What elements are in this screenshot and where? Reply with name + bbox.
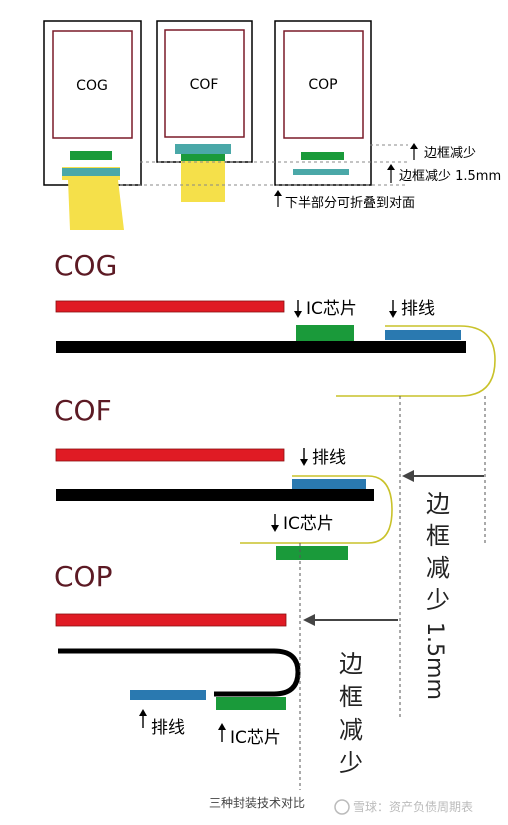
cog-phone-illustration: COG [43, 20, 142, 230]
cog-ic-arrow-head [294, 311, 302, 318]
cog-flex-curve [336, 325, 496, 397]
cof-phone-illustration: COF [156, 20, 253, 202]
snowball-logo-icon [334, 799, 350, 815]
vertical-label-bezel: 边 框 减 少 [339, 650, 363, 777]
cog-cable-block [385, 330, 461, 340]
v1-char-2: 减 [426, 554, 450, 582]
v2-char-1: 框 [339, 683, 363, 711]
cog-ic-chip [70, 151, 112, 160]
cog-screen-label: COG [76, 78, 108, 94]
v1-char-8: m [422, 678, 447, 699]
cof-cable-arrow-head [300, 459, 308, 466]
cop-phone-illustration: COP [274, 20, 372, 186]
cof-ic-chip-label: IC芯片 [283, 514, 334, 534]
v1-char-0: 边 [426, 490, 450, 518]
cog-black-layer [56, 341, 466, 353]
cop-red-layer [55, 613, 287, 627]
bezel-reduced-label: 边框减少 [424, 146, 476, 161]
cop-ic-arrow-head [218, 723, 226, 730]
cof-screen [164, 29, 245, 138]
bezel-arrow-head-2 [387, 164, 395, 170]
watermark: 雪球：资产负债周期表 [334, 799, 473, 815]
vertical-label-bezel-1-5: 边 框 减 少 1.5mm [422, 490, 450, 700]
cop-cable-connector [293, 169, 349, 175]
v1-char-1: 框 [426, 522, 450, 550]
cof-ic-arrow-head [271, 525, 279, 532]
cop-section-title: COP [54, 560, 112, 593]
cog-section-title: COG [54, 249, 117, 282]
cop-cable-label: 排线 [151, 718, 185, 738]
cof-cable-block [292, 479, 366, 489]
cog-flex-cable [68, 180, 124, 230]
v1-char-6: 5 [422, 643, 447, 657]
v2-char-2: 减 [339, 716, 363, 744]
v1-rotated-1-5mm: 1.5mm [422, 622, 447, 700]
cop-bezel-arrow-head [303, 614, 315, 626]
cof-flex-curve [240, 475, 393, 544]
cog-red-layer [55, 300, 285, 313]
v1-char-3: 少 [426, 586, 450, 614]
fold-arrow-head [274, 190, 282, 196]
cop-ic-chip-label: IC芯片 [230, 728, 281, 748]
cof-cable-label: 排线 [312, 448, 346, 468]
cog-cable-connector [62, 168, 120, 176]
v2-char-0: 边 [339, 650, 363, 678]
cop-cable-block [130, 690, 206, 700]
cof-black-layer [56, 489, 374, 501]
cof-bezel-arrow-head [402, 470, 414, 482]
cop-screen [283, 30, 364, 139]
cop-cable-arrow-head [139, 709, 147, 716]
cof-ic-chip [181, 154, 225, 161]
v1-char-4: 1 [422, 622, 447, 636]
caption-text: 三种封装技术对比 [209, 796, 305, 810]
cof-screen-label: COF [190, 77, 219, 93]
cog-screen [52, 30, 133, 139]
v1-char-7: m [422, 657, 447, 678]
cog-cable-arrow-head [389, 311, 397, 318]
cop-screen-label: COP [308, 77, 337, 93]
cog-ic-chip-block [296, 325, 354, 341]
cof-cable-connector [175, 144, 231, 154]
cog-cable-label: 排线 [401, 299, 435, 319]
v2-char-3: 少 [339, 749, 363, 777]
bezel-arrow-head-1 [410, 143, 418, 149]
cof-red-layer [55, 448, 285, 462]
fold-note-label: 下半部分可折叠到对面 [285, 196, 415, 211]
cog-ic-chip-label: IC芯片 [306, 299, 357, 319]
cop-black-bent-layer [58, 648, 301, 697]
cof-section-title: COF [54, 394, 112, 427]
cop-ic-chip [301, 152, 344, 160]
v1-char-5: . [422, 636, 447, 643]
bezel-reduced-1-5-label: 边框减少 1.5mm [399, 169, 501, 184]
cof-ic-chip-block [276, 546, 348, 560]
cop-ic-chip-block [216, 697, 286, 710]
watermark-text: 雪球：资产负债周期表 [353, 800, 473, 814]
